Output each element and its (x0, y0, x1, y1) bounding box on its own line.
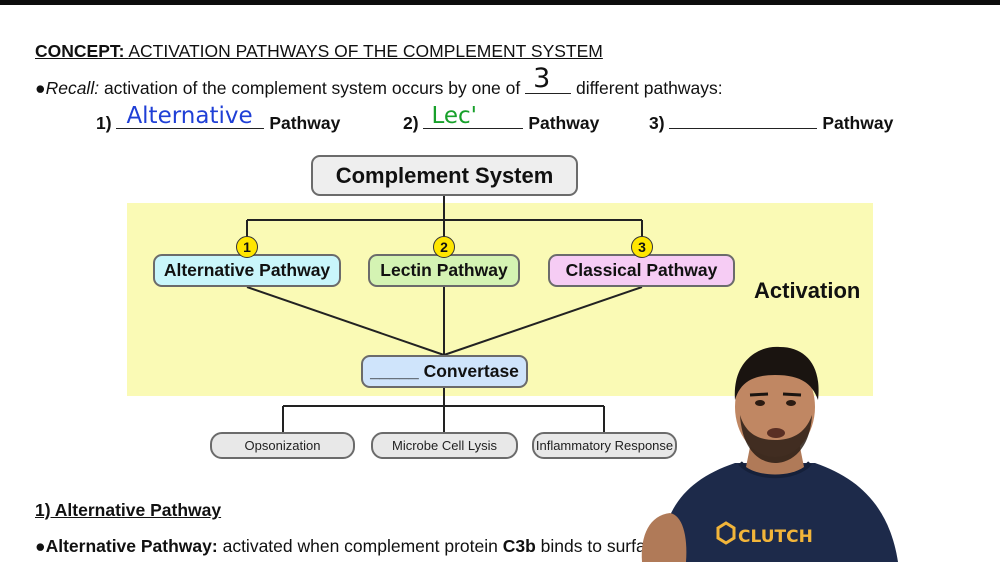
convertase-blank: _____ (370, 361, 419, 381)
protein-name: C3b (502, 536, 536, 556)
top-bar (0, 0, 1000, 5)
presenter-hair (734, 346, 819, 400)
clutch-logo-icon (716, 521, 736, 545)
pathway-suffix: Pathway (822, 113, 894, 133)
alternative-pathway-box: Alternative Pathway (153, 254, 341, 287)
pathway-blank-line (669, 112, 818, 129)
concept-title: CONCEPT: ACTIVATION PATHWAYS OF THE COMP… (35, 41, 603, 62)
outcome-microbe-cell-lysis: Microbe Cell Lysis (371, 432, 518, 459)
pathway-blank-line: Alternative (116, 103, 265, 129)
outcome-inflammatory-response: Inflammatory Response (532, 432, 677, 459)
pathway-blank-1: 1) Alternative Pathway (96, 103, 341, 134)
alternative-pathway-definition: ●Alternative Pathway: activated when com… (35, 536, 664, 557)
definition-term: Alternative Pathway: (45, 536, 218, 556)
section-heading: 1) Alternative Pathway (35, 500, 222, 520)
presenter-video: CLUTCH (641, 346, 898, 562)
converge-line-1 (246, 286, 445, 356)
lectin-pathway-box: Lectin Pathway (368, 254, 520, 287)
handwritten-pathway: Lec' (431, 103, 477, 129)
convertase-box: _____ Convertase (361, 355, 528, 388)
bullet-icon: ● (35, 536, 46, 556)
converge-line-3 (443, 286, 643, 356)
classical-pathway-box: Classical Pathway (548, 254, 735, 287)
pathway-badge-3: 3 (631, 236, 653, 258)
pathway-blank-3: 3) Pathway (649, 112, 893, 134)
complement-system-box: Complement System (311, 155, 578, 196)
presenter-hand (641, 513, 687, 562)
concept-label: CONCEPT: (35, 41, 125, 61)
convertase-label: Convertase (418, 361, 519, 381)
pathway-suffix: Pathway (269, 113, 341, 133)
pathway-suffix: Pathway (528, 113, 600, 133)
activation-label: Activation (754, 278, 861, 303)
pathway-blank-line: Lec' (423, 103, 524, 129)
pathway-number: 1) (96, 113, 112, 133)
definition-text-before: activated when complement protein (217, 536, 503, 556)
pathway-badge-2: 2 (433, 236, 455, 258)
recall-text-before: activation of the complement system occu… (99, 78, 526, 98)
shirt-logo-text: CLUTCH (738, 527, 813, 547)
recall-line: ●Recall: activation of the complement sy… (35, 63, 723, 99)
pathway-number: 2) (403, 113, 419, 133)
pathway-badge-1: 1 (236, 236, 258, 258)
count-blank: 3 (525, 63, 572, 94)
presenter-face (735, 357, 815, 457)
pathway-blank-2: 2) Lec' Pathway (403, 103, 600, 134)
recall-text-after: different pathways: (571, 78, 723, 98)
handwritten-count: 3 (533, 63, 551, 94)
handwritten-pathway: Alternative (126, 103, 253, 129)
concept-title-text: ACTIVATION PATHWAYS OF THE COMPLEMENT SY… (128, 41, 603, 61)
outcome-opsonization: Opsonization (210, 432, 355, 459)
recall-word: Recall: (45, 78, 100, 98)
definition-text-after: binds to surface (535, 536, 665, 556)
bullet-icon: ● (35, 78, 46, 98)
pathway-number: 3) (649, 113, 665, 133)
